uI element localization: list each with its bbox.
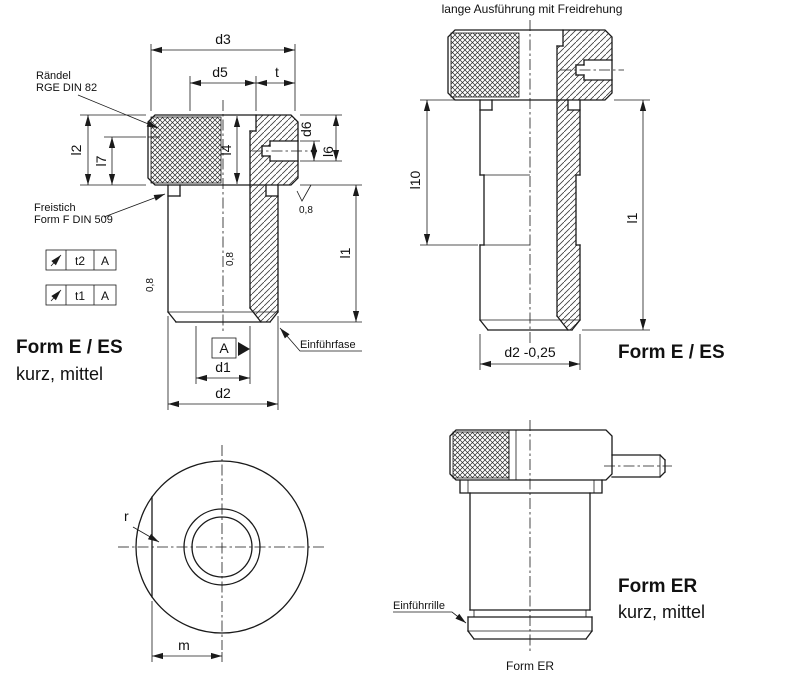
dim-d1: d1	[195, 326, 251, 384]
surface-finish-value: 0,8	[299, 205, 313, 216]
raendel-note-line1: Rändel	[36, 70, 71, 82]
runout-icon	[50, 254, 62, 267]
datum-label: A	[219, 340, 229, 356]
dim-d3-label: d3	[215, 31, 231, 47]
einfuehrfase-leader	[279, 327, 362, 352]
runout-icon	[50, 289, 62, 302]
dim-t-label: t	[275, 64, 279, 80]
dim-d1-label: d1	[215, 359, 231, 375]
dim-d2: d2	[167, 316, 279, 410]
dim-r-label: r	[124, 508, 129, 524]
surface-finish-icon	[296, 184, 312, 202]
freistich-note-line2: Form F DIN 509	[34, 214, 113, 226]
freistich-note: Freistich Form F DIN 509	[34, 193, 166, 226]
einfuehrfase-note: Einführfase	[279, 327, 362, 352]
datum-symbol: A	[211, 337, 250, 359]
dim-d2: d2 -0,25	[479, 334, 581, 370]
dim-r: r	[124, 508, 160, 543]
dim-d5: d5	[189, 64, 257, 111]
radius-leader	[132, 526, 160, 543]
dim-l2-label: l2	[68, 144, 84, 155]
view-front-circle: r m	[118, 445, 326, 662]
dim-l10: l10	[407, 99, 478, 246]
view1-caption-size: kurz, mittel	[16, 364, 103, 384]
einfuehrfase-label: Einführfase	[300, 339, 356, 351]
dim-d2-label: d2 -0,25	[504, 344, 556, 360]
part-outline	[447, 29, 613, 331]
view4-caption-form: Form ER	[618, 576, 697, 597]
dim-l2: l2	[68, 114, 146, 186]
einfuehrrille-leader	[393, 611, 467, 624]
dim-l7-label: l7	[93, 155, 109, 166]
raendel-leader	[77, 94, 159, 129]
view-form-er: Einführrille Form ER kurz, mittel Form E…	[393, 420, 705, 673]
dim-l4-label: l4	[218, 144, 234, 155]
dim-l10-label: l10	[407, 170, 423, 189]
tolerance-t2-value: t2	[75, 254, 85, 268]
knurl-texture	[450, 32, 520, 98]
tolerance-t1-value: t1	[75, 289, 85, 303]
view2-title: lange Ausführung mit Freidrehung	[442, 2, 623, 16]
surface-finish-head: 0,8	[296, 184, 313, 216]
dim-d6: d6	[298, 121, 320, 161]
view-section-form-e-es: d3 d5 t l2 l7 l4	[16, 31, 362, 410]
view2-caption-form: Form E / ES	[618, 342, 725, 363]
tolerance-frame-t2: t2 A	[45, 249, 117, 271]
dim-l7: l7	[93, 136, 146, 185]
freistich-note-line1: Freistich	[34, 202, 76, 214]
knurl-texture	[150, 116, 222, 184]
einfuehrrille-note: Einführrille	[393, 600, 467, 624]
tolerance-frame-t1: t1 A	[45, 284, 117, 306]
dim-l1-label: l1	[624, 212, 640, 223]
section-hatch-shaft	[557, 100, 580, 330]
dim-l6: l6	[300, 114, 342, 162]
dim-l4: l4	[218, 116, 241, 184]
dim-l1-label: l1	[337, 247, 353, 258]
dim-l1: l1	[280, 184, 362, 323]
tolerance-t2-datum: A	[101, 254, 109, 268]
dim-d2-label: d2	[215, 385, 231, 401]
freistich-leader	[103, 193, 166, 218]
view4-caption-size: kurz, mittel	[618, 602, 705, 622]
dim-d5-label: d5	[212, 64, 228, 80]
tolerance-t1-datum: A	[101, 289, 109, 303]
raendel-note-line2: RGE DIN 82	[36, 82, 97, 94]
dim-l6-label: l6	[320, 146, 336, 157]
dim-d3: d3	[150, 31, 296, 111]
surface-finish-bore: 0,8	[225, 252, 236, 266]
view1-caption-form: Form E / ES	[16, 337, 123, 358]
dim-d6-label: d6	[298, 121, 314, 137]
section-hatch-shaft	[250, 185, 278, 322]
surface-finish-od: 0,8	[145, 278, 156, 292]
datum-triangle-icon	[238, 342, 250, 356]
view-section-lang: lange Ausführung mit Freidrehung	[407, 2, 725, 370]
dim-t: t	[256, 64, 295, 87]
einfuehrrille-label: Einführrille	[393, 600, 445, 612]
dim-m-label: m	[178, 637, 190, 653]
raendel-note: Rändel RGE DIN 82	[36, 70, 159, 129]
dim-m: m	[151, 601, 223, 662]
view4-bottom-caption: Form ER	[506, 659, 554, 673]
part-outline	[147, 114, 299, 323]
knurl-texture	[452, 431, 510, 479]
dim-l1: l1	[582, 99, 650, 331]
